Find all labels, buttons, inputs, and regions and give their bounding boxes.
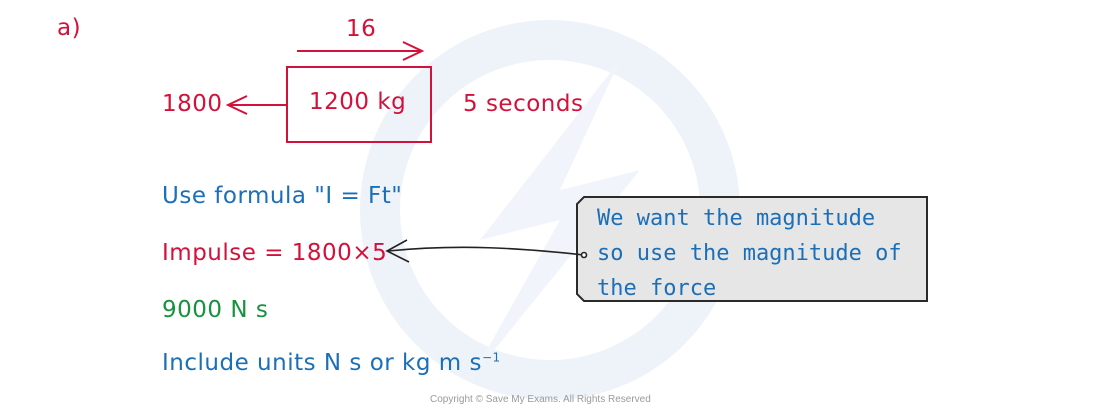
note-line: the force [597,276,717,301]
velocity-arrow [297,41,425,61]
impulse-answer: 9000 N s [162,297,269,323]
copyright-notice: Copyright © Save My Exams. All Rights Re… [430,394,651,405]
force-arrow [225,95,287,115]
note-line: so use the magnitude of [597,241,902,266]
part-label: a) [57,15,82,41]
velocity-label: 16 [346,16,377,42]
mass-label: 1200 kg [309,89,407,115]
note-text: We want the magnitude so use the magnitu… [597,201,902,306]
units-note-text: Include units N s or kg m s [162,350,482,376]
units-note-superscript: −1 [481,350,501,365]
formula-line: Use formula "I = Ft" [162,183,403,209]
pointer-arrow [385,239,588,263]
units-note: Include units N s or kg m s−1 [162,350,501,376]
force-label: 1800 [162,91,223,117]
time-label: 5 seconds [463,91,584,117]
note-box [576,196,928,302]
impulse-calculation: Impulse = 1800×5 [162,240,388,266]
note-line: We want the magnitude [597,206,876,231]
